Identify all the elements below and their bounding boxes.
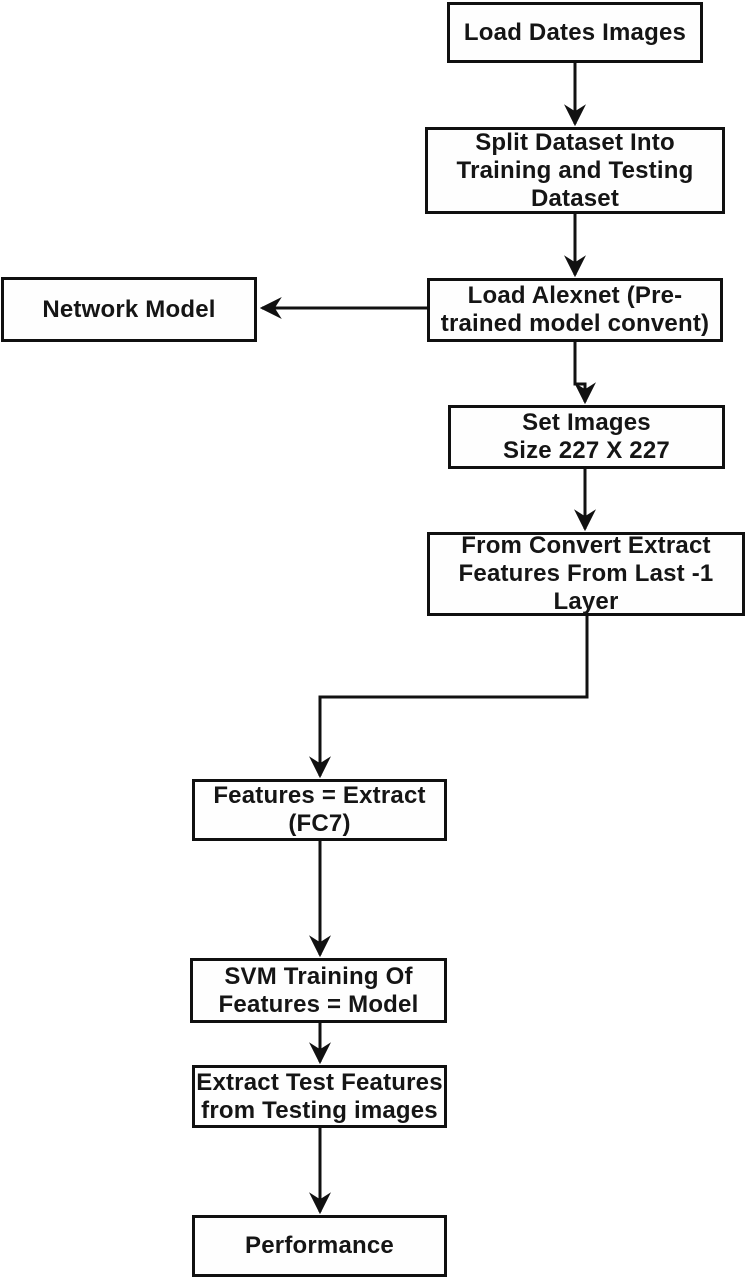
node-label: Extract Test Features from Testing image… <box>196 1068 443 1124</box>
node-label: SVM Training Of Features = Model <box>218 962 419 1018</box>
node-network-model: Network Model <box>1 277 257 342</box>
node-label: Features = Extract (FC7) <box>213 782 426 837</box>
node-features-extract-fc7: Features = Extract (FC7) <box>192 779 447 841</box>
node-extract-features-last-layer: From Convert Extract Features From Last … <box>427 532 745 616</box>
node-split-dataset: Split Dataset Into Training and Testing … <box>425 127 725 214</box>
node-label: Network Model <box>42 295 216 323</box>
node-label: Performance <box>245 1232 394 1259</box>
node-label: Split Dataset Into Training and Testing … <box>456 128 694 212</box>
node-load-alexnet: Load Alexnet (Pre- trained model convent… <box>427 278 723 342</box>
node-set-images-size: Set Images Size 227 X 227 <box>448 405 725 469</box>
edge-load-alexnet-to-set-images <box>573 342 596 405</box>
node-performance: Performance <box>192 1215 447 1277</box>
node-label: From Convert Extract Features From Last … <box>458 532 714 615</box>
edge-from-convert-to-features-extract <box>309 616 589 779</box>
node-label: Load Dates Images <box>463 18 687 46</box>
node-extract-test-features: Extract Test Features from Testing image… <box>192 1065 447 1128</box>
node-load-dates-images: Load Dates Images <box>447 2 703 63</box>
node-svm-training: SVM Training Of Features = Model <box>190 958 447 1023</box>
node-label: Set Images Size 227 X 227 <box>503 409 670 464</box>
node-label: Load Alexnet (Pre- trained model convent… <box>440 282 710 337</box>
